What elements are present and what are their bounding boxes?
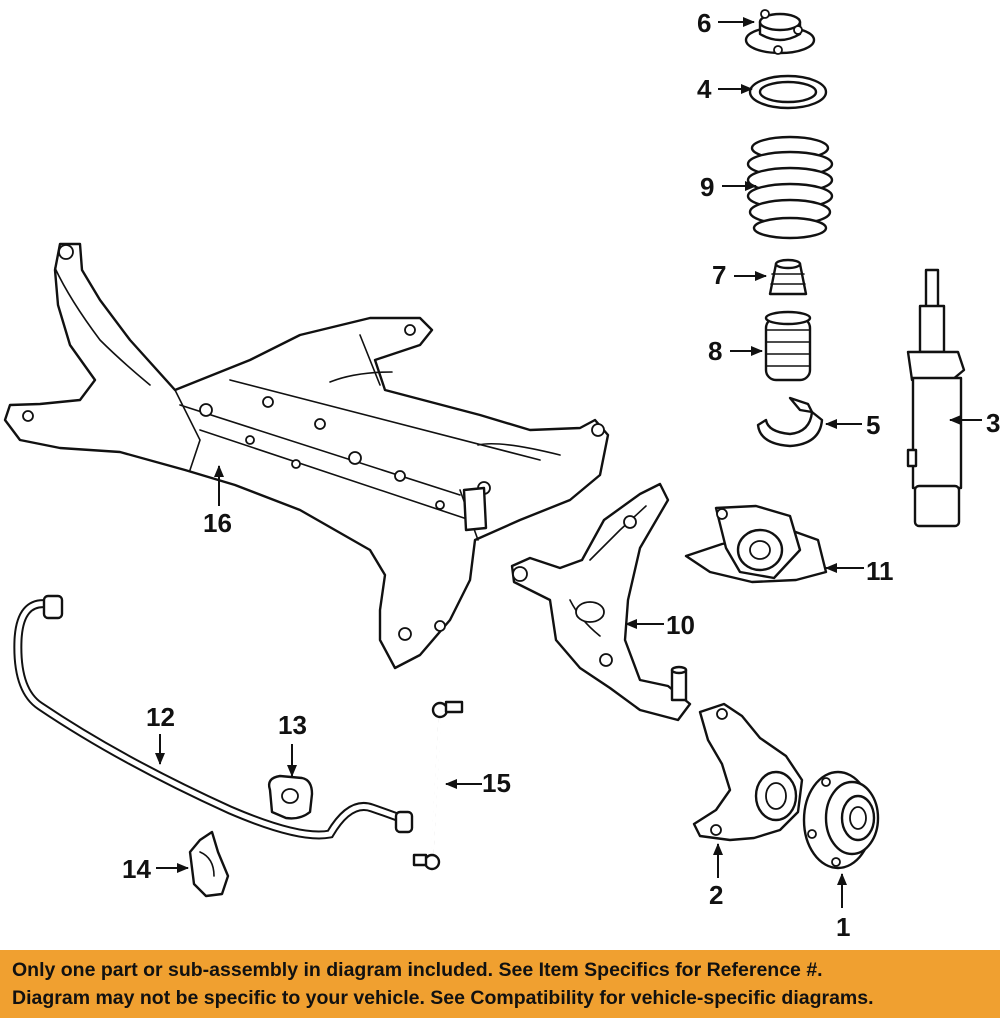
- part-7-bump-stop: [768, 258, 808, 296]
- callout-14: 14: [122, 854, 151, 884]
- part-14-stabilizer-bracket: [188, 830, 230, 898]
- callout-13: 13: [278, 710, 307, 740]
- suspension-parts-diagram: 6 4 9 7 8 5: [3, 8, 1000, 942]
- part-15-stabilizer-link: [412, 700, 464, 871]
- callout-12: 12: [146, 702, 175, 732]
- part-5-spring-insulator: [756, 396, 824, 448]
- callout-3: 3: [986, 408, 1000, 438]
- callout-4: 4: [697, 74, 712, 104]
- disclaimer-banner: Only one part or sub-assembly in diagram…: [0, 950, 1000, 1018]
- part-16-front-subframe: [3, 242, 610, 670]
- part-13-stabilizer-bushing: [267, 774, 314, 820]
- part-11-control-arm-bushing: [684, 504, 828, 584]
- callout-10: 10: [666, 610, 695, 640]
- part-8-dust-boot: [764, 310, 812, 382]
- part-3-strut: [906, 268, 966, 528]
- callout-11: 11: [866, 556, 894, 586]
- part-1-wheel-hub: [802, 770, 880, 870]
- callout-16: 16: [203, 508, 232, 538]
- disclaimer-line-2: Diagram may not be specific to your vehi…: [12, 987, 874, 1009]
- part-9-coil-spring: [746, 135, 834, 240]
- callout-5: 5: [866, 410, 880, 440]
- callout-8: 8: [708, 336, 722, 366]
- part-12-stabilizer-bar: [13, 594, 414, 840]
- disclaimer-line-1: Only one part or sub-assembly in diagram…: [12, 959, 823, 981]
- callout-2: 2: [709, 880, 723, 910]
- callout-6: 6: [697, 8, 711, 38]
- part-10-lower-control-arm: [510, 482, 692, 722]
- part-4-spring-seat: [748, 74, 828, 110]
- callout-7: 7: [712, 260, 726, 290]
- callout-15: 15: [482, 768, 511, 798]
- part-2-steering-knuckle: [692, 702, 804, 842]
- part-6-strut-mount: [744, 9, 816, 55]
- callout-1: 1: [836, 912, 850, 942]
- callout-9: 9: [700, 172, 714, 202]
